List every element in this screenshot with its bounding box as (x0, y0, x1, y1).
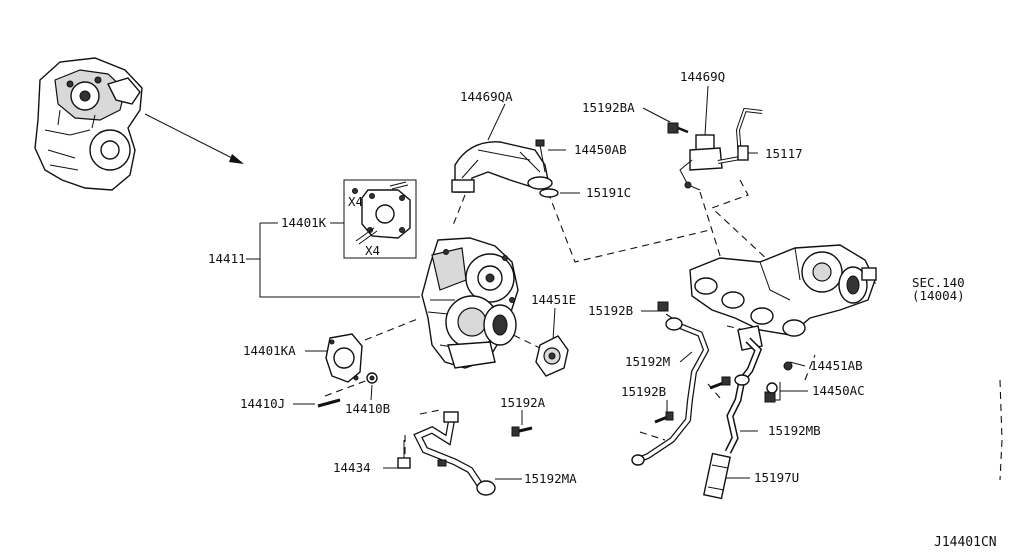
label-15191C[interactable]: 15191C (586, 185, 631, 200)
label-15197U[interactable]: 15197U (754, 470, 799, 485)
label-15192MB[interactable]: 15192MB (768, 423, 821, 438)
bolt-15192A (511, 426, 533, 437)
inset-quantity-top: X4 (348, 194, 363, 209)
label-14411[interactable]: 14411 (208, 251, 246, 266)
label-15192B-mid[interactable]: 15192B (621, 384, 666, 399)
exhaust-manifold-assembly (689, 244, 877, 337)
inset-quantity-bottom: X4 (365, 243, 380, 258)
label-15192MA[interactable]: 15192MA (524, 471, 577, 486)
section-ref-number: (14004) (912, 288, 965, 303)
intake-hose (451, 141, 553, 193)
label-14451E[interactable]: 14451E (531, 292, 576, 307)
hose-14434 (397, 440, 447, 469)
label-14401KA[interactable]: 14401KA (243, 343, 296, 358)
bolt-15192B-mid (654, 411, 674, 424)
part-labels: 14469QA 14469Q 15192BA 14450AB 15117 151… (208, 69, 997, 550)
label-14450AB[interactable]: 14450AB (574, 142, 627, 157)
label-14451AB[interactable]: 14451AB (810, 358, 863, 373)
bolt-14450AB (535, 139, 546, 173)
label-15192B-top[interactable]: 15192B (588, 303, 633, 318)
label-15117[interactable]: 15117 (765, 146, 803, 161)
label-15192BA[interactable]: 15192BA (582, 100, 635, 115)
label-14450AC[interactable]: 14450AC (812, 383, 865, 398)
hose-15197U (703, 452, 731, 500)
locator-arrow (144, 113, 244, 164)
stud-14410J (317, 398, 341, 408)
nut-14410B (366, 372, 378, 384)
bolt-15192B-top (657, 301, 669, 312)
diagram-reference-code: J14401CN (934, 535, 997, 550)
bolt-15192BA (667, 122, 689, 134)
label-15192A[interactable]: 15192A (500, 395, 546, 410)
label-14410J[interactable]: 14410J (240, 396, 285, 411)
engine-locator-illustration (34, 57, 143, 191)
assembly-dashed-lines (324, 179, 1003, 481)
pressure-sensor-14469Q (679, 134, 723, 191)
label-14469Q[interactable]: 14469Q (680, 69, 725, 84)
label-14434[interactable]: 14434 (333, 460, 371, 475)
seal-ring (539, 188, 559, 198)
oil-tube-15192MB (724, 337, 763, 454)
gasket-kit-inset (343, 179, 417, 259)
gasket-14401KA (325, 333, 363, 383)
label-15192M[interactable]: 15192M (625, 354, 670, 369)
label-14410B[interactable]: 14410B (345, 401, 390, 416)
label-14469QA[interactable]: 14469QA (460, 89, 513, 104)
label-14401K[interactable]: 14401K (281, 215, 327, 230)
heat-insulator-plate (535, 335, 569, 377)
oil-tube-15192M (631, 317, 710, 466)
egt-sensor-15117 (717, 107, 763, 164)
turbocharger-assembly (421, 237, 519, 369)
bolts-14450AC (709, 376, 778, 403)
section-ref-label[interactable]: SEC.140 (912, 275, 965, 290)
oil-tube-15192MA (413, 411, 496, 496)
